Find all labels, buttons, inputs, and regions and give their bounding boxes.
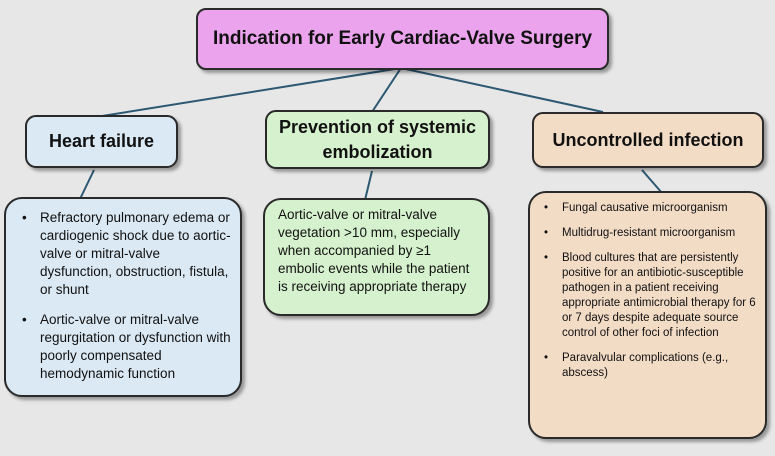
list-item-text: Blood cultures that are persistently pos… [562,252,756,339]
bullet-icon: • [544,202,549,214]
bullet-icon: • [544,352,549,364]
heart-failure-heading: Heart failure [25,115,178,168]
list-item-text: Aortic-valve or mitral-valve regurgitati… [40,312,231,381]
list-item: • Aortic-valve or mitral-valve regurgita… [18,311,232,383]
heart-failure-list: • Refractory pulmonary edema or cardioge… [18,209,232,383]
connector-infection-to-detail [641,169,663,194]
list-item: • Paravalvular complications (e.g., absc… [540,351,757,381]
list-item: • Refractory pulmonary edema or cardioge… [18,209,232,299]
connector-title-to-embolization [371,67,402,113]
connector-title-to-heart-failure [95,67,402,118]
heart-failure-details: • Refractory pulmonary edema or cardioge… [4,197,242,397]
bullet-icon: • [22,210,27,225]
bullet-icon: • [544,227,549,239]
embolization-text: Aortic-valve or mitral-valve vegetation … [278,207,470,294]
diagram-title: Indication for Early Cardiac-Valve Surge… [196,8,609,70]
bullet-icon: • [22,312,27,327]
list-item: • Fungal causative microorganism [540,201,757,216]
embolization-details: Aortic-valve or mitral-valve vegetation … [263,198,490,316]
uncontrolled-infection-heading: Uncontrolled infection [532,112,764,168]
uncontrolled-infection-list: • Fungal causative microorganism • Multi… [540,201,757,381]
list-item-text: Multidrug-resistant microorganism [562,227,736,239]
uncontrolled-infection-details: • Fungal causative microorganism • Multi… [528,191,767,439]
connector-title-to-infection [400,67,604,113]
list-item: • Blood cultures that are persistently p… [540,251,757,341]
connector-embolization-to-detail [364,170,373,201]
connector-heart-failure-to-detail [79,169,95,200]
list-item-text: Fungal causative microorganism [562,202,728,214]
list-item: • Multidrug-resistant microorganism [540,226,757,241]
embolization-heading: Prevention of systemic embolization [265,110,490,169]
list-item-text: Refractory pulmonary edema or cardiogeni… [40,210,231,297]
list-item-text: Paravalvular complications (e.g., absces… [562,352,729,379]
bullet-icon: • [544,252,549,264]
